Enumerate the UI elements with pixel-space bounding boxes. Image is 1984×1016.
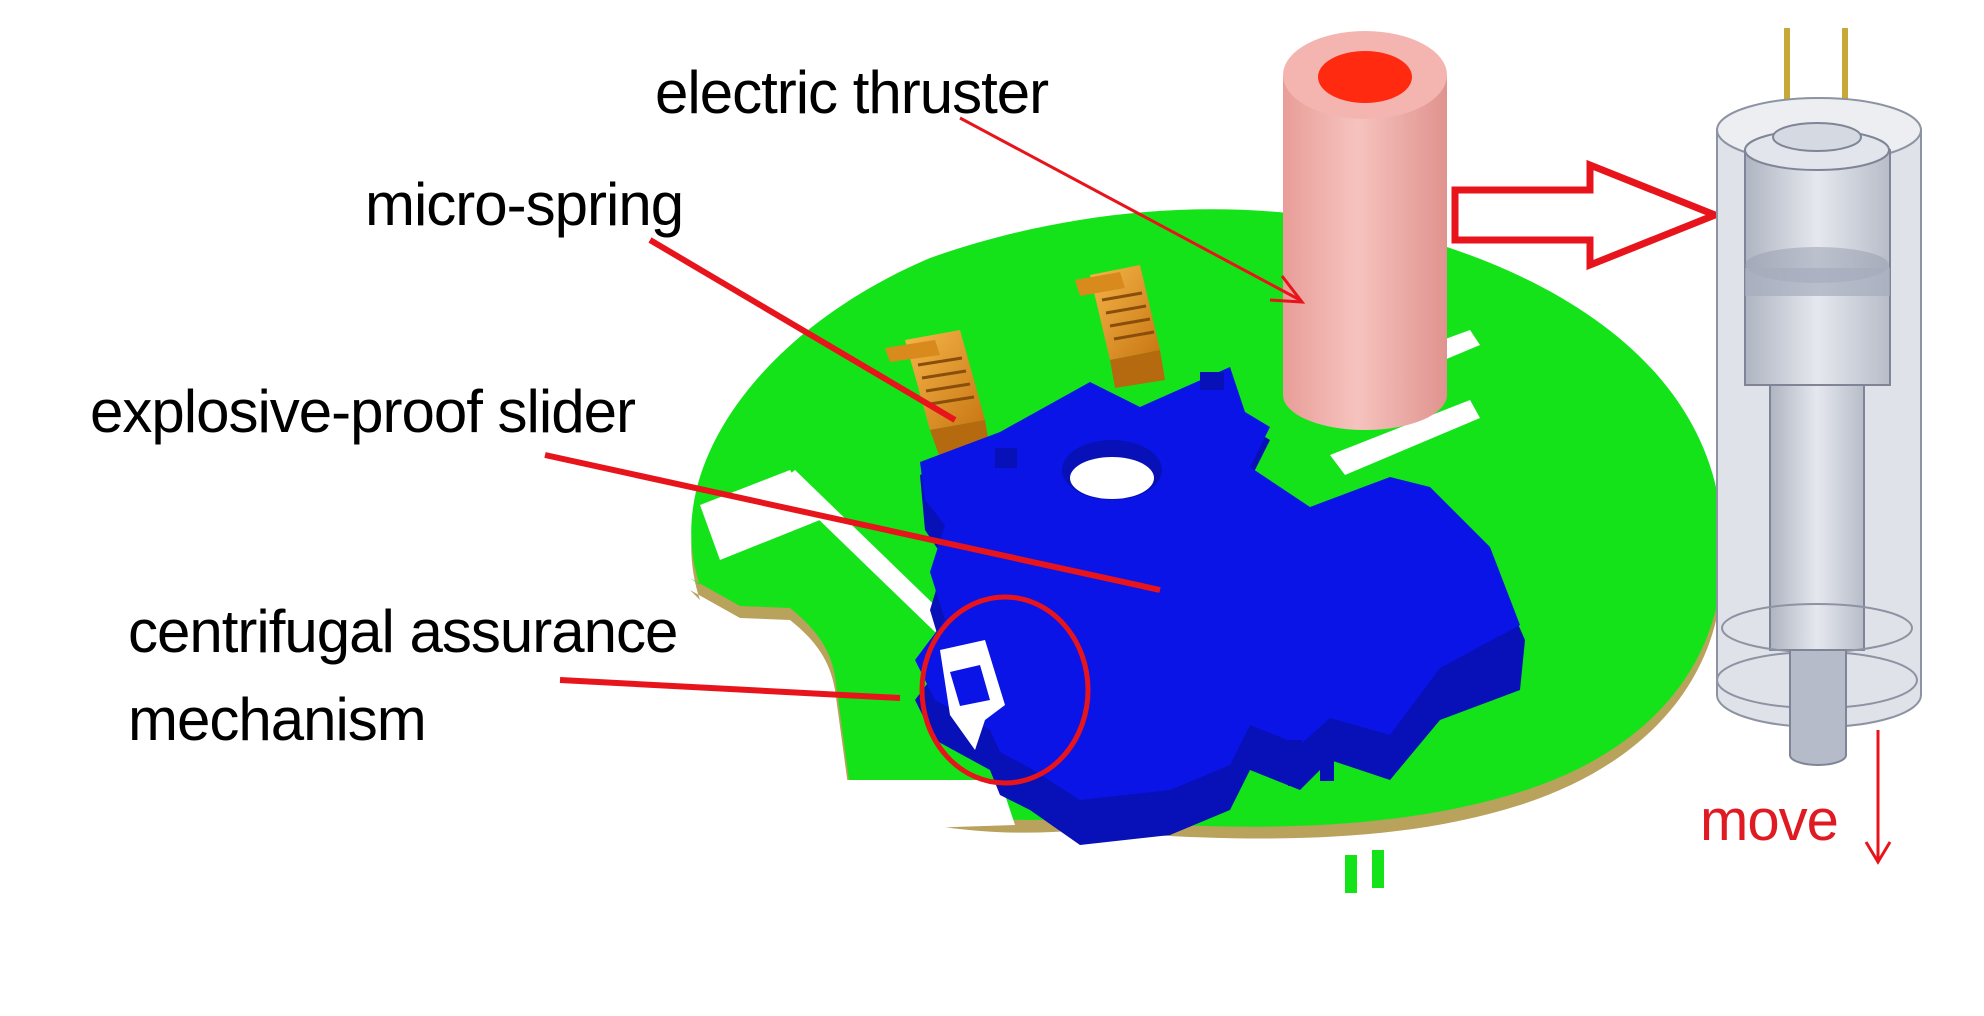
slider-tab-left — [995, 448, 1017, 468]
thruster-body — [1283, 75, 1447, 430]
thruster-charge — [1318, 51, 1412, 103]
pointer-lines — [544, 116, 1306, 701]
pointer-slider — [544, 452, 1161, 593]
rotor-slot-mid — [1330, 400, 1480, 475]
electric-thruster — [1283, 31, 1447, 430]
rotor-slot-left-diag — [780, 470, 950, 632]
pointer-micro-spring — [648, 237, 957, 423]
down-arrow-icon — [1864, 730, 1892, 865]
pointer-centrifugal — [559, 677, 901, 701]
explosive-proof-slider — [915, 367, 1525, 845]
detonator-inner-cap — [1772, 122, 1862, 152]
rotor-slot-bottom — [1085, 850, 1470, 917]
slider-notch-1 — [1288, 740, 1302, 786]
label-micro-spring: micro-spring — [365, 171, 683, 238]
pointer-electric-thruster-head — [1269, 275, 1306, 304]
detonator-assembly — [1716, 28, 1922, 766]
slider-tab-right — [1200, 372, 1224, 390]
pointer-electric-thruster — [959, 116, 1301, 302]
hollow-right-arrow-icon — [1451, 159, 1725, 271]
label-explosive-proof-slider: explosive-proof slider — [90, 378, 635, 445]
rotor-tab-1 — [1345, 855, 1357, 893]
rotor-tab-2 — [1372, 850, 1384, 888]
slider-notch-2 — [1320, 735, 1334, 781]
detonator-stem — [1769, 384, 1865, 651]
centrifugal-mechanism-highlight — [919, 594, 1091, 786]
detonator-firing-pin — [1789, 649, 1847, 766]
slider-hole-inner — [1070, 457, 1154, 499]
label-electric-thruster: electric thruster — [655, 59, 1048, 126]
slider-latch-pin — [950, 665, 990, 706]
label-centrifugal-line2: mechanism — [128, 686, 426, 753]
rotor-slot-lower-left — [985, 860, 1140, 900]
micro-spring-right — [1075, 265, 1165, 388]
rotor-notch-lower — [820, 780, 1015, 830]
label-move: move — [1700, 788, 1838, 853]
rotor-notch-upper — [700, 470, 820, 560]
detonator-band — [1745, 268, 1890, 296]
label-centrifugal-line1: centrifugal assurance — [128, 598, 677, 665]
